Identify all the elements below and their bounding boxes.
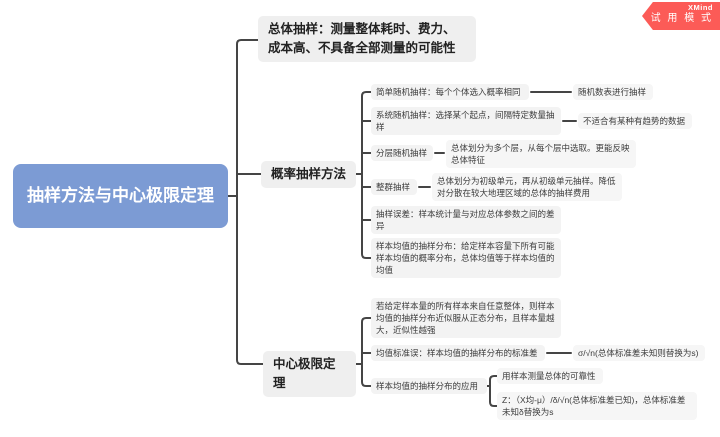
note-cluster-detail[interactable]: 总体划分为初级单元，再从初级单元抽样。降低对分散在较大地理区域的总体的抽样费用 — [432, 173, 622, 201]
topic-simple-random-sampling[interactable]: 简单随机抽样：每个个体选入概率相同 — [371, 84, 529, 100]
topic-standard-error-of-mean[interactable]: 均值标准误：样本均值的抽样分布的标准差 — [371, 345, 545, 361]
topic-sampling-distribution-application[interactable]: 样本均值的抽样分布的应用 — [371, 378, 487, 394]
note-stratified-detail[interactable]: 总体划分为多个层，从每个层中选取。更能反映总体特征 — [446, 140, 636, 168]
trial-badge[interactable]: XMind 试 用 模 式 — [642, 2, 720, 30]
topic-central-limit-theorem[interactable]: 中心极限定理 — [263, 351, 356, 397]
trial-mode-label: 试 用 模 式 — [650, 13, 713, 24]
note-trend-data-unsuitable[interactable]: 不适合有某种有趋势的数据 — [578, 113, 692, 129]
topic-clt-statement[interactable]: 若给定样本量的所有样本来自任意整体，则样本均值的抽样分布近似服从正态分布，且样本… — [371, 298, 561, 338]
topic-probability-sampling-methods[interactable]: 概率抽样方法 — [261, 161, 356, 188]
topic-population-sampling[interactable]: 总体抽样：测量整体耗时、费力、成本高、不具备全部测量的可能性 — [258, 16, 476, 62]
root-topic[interactable]: 抽样方法与中心极限定理 — [13, 164, 228, 228]
topic-systematic-sampling[interactable]: 系统随机抽样：选择某个起点，间隔特定数量抽样 — [371, 107, 561, 135]
topic-stratified-sampling[interactable]: 分层随机抽样 — [371, 145, 433, 161]
note-z-formula[interactable]: Z：（X均-μ）/δ/√n(总体标准差已知)，总体标准差未知δ替换为s — [497, 392, 697, 420]
note-random-number-table[interactable]: 随机数表进行抽样 — [573, 84, 653, 100]
note-sigma-formula[interactable]: σ/√n(总体标准差未知则替换为s) — [573, 345, 705, 361]
xmind-logo-text: XMind — [688, 3, 713, 12]
topic-sampling-distribution-of-mean[interactable]: 样本均值的抽样分布：给定样本容量下所有可能样本均值的概率分布，总体均值等于样本均… — [371, 238, 561, 278]
note-reliability[interactable]: 用样本测量总体的可靠性 — [497, 368, 603, 384]
topic-cluster-sampling[interactable]: 整群抽样 — [371, 179, 417, 195]
topic-sampling-error[interactable]: 抽样误差：样本统计量与对应总体参数之间的差异 — [371, 206, 561, 234]
